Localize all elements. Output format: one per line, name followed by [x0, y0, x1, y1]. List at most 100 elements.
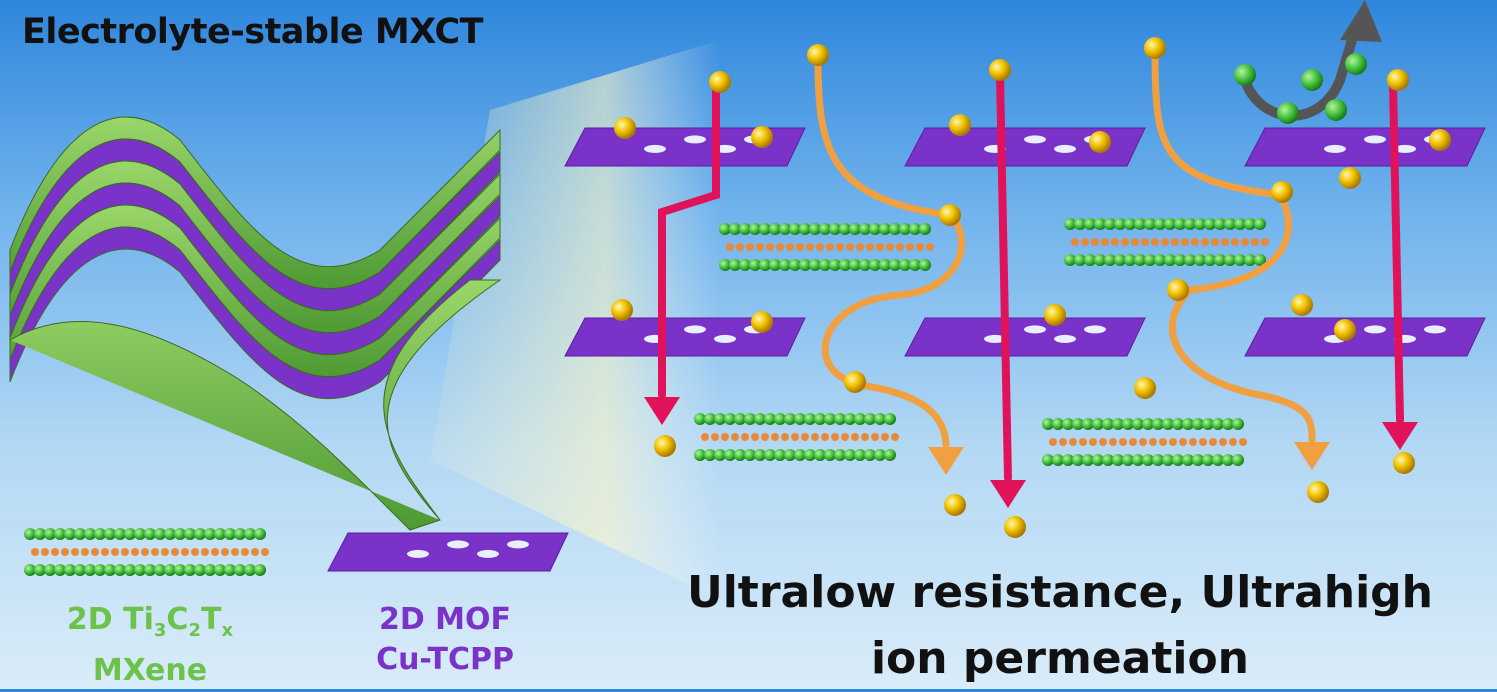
- c-atom: [1191, 238, 1199, 246]
- ti-atom: [779, 223, 791, 235]
- ti-atom: [64, 564, 76, 576]
- ti-atom: [1224, 254, 1236, 266]
- mof-plate: [1244, 317, 1486, 357]
- c-atom: [71, 548, 79, 556]
- ti-atom: [809, 259, 821, 271]
- ti-atom: [714, 449, 726, 461]
- ti-atom: [1142, 418, 1154, 430]
- c-atom: [891, 433, 899, 441]
- pore: [1364, 325, 1386, 334]
- rejected-molecule: [1234, 64, 1256, 86]
- c-atom: [171, 548, 179, 556]
- c-atom: [1129, 438, 1137, 446]
- ti-atom: [1154, 254, 1166, 266]
- ti-atom: [1194, 218, 1206, 230]
- ti-atom: [234, 528, 246, 540]
- ti-atom: [804, 449, 816, 461]
- c-atom: [701, 433, 709, 441]
- ti-atom: [1114, 218, 1126, 230]
- ion: [654, 435, 676, 457]
- ti-atom: [859, 259, 871, 271]
- ti-atom: [1112, 454, 1124, 466]
- ti-atom: [84, 528, 96, 540]
- ti-atom: [1072, 418, 1084, 430]
- ion: [1089, 131, 1111, 153]
- c-atom: [861, 433, 869, 441]
- ti-atom: [774, 413, 786, 425]
- ti-atom: [104, 564, 116, 576]
- mxene-label: 2D Ti3C2Tx MXene: [66, 602, 234, 688]
- ti-atom: [54, 528, 66, 540]
- rejected-molecule: [1277, 102, 1299, 124]
- wave-sheet: [9, 226, 501, 400]
- ti-atom: [784, 413, 796, 425]
- ion-transport-paths: [644, 0, 1418, 508]
- c-atom: [1179, 438, 1187, 446]
- c-atom: [756, 243, 764, 251]
- ti-atom: [94, 528, 106, 540]
- ti-atom: [1064, 218, 1076, 230]
- ti-atom: [739, 223, 751, 235]
- ti-atom: [214, 564, 226, 576]
- ti-atom: [694, 413, 706, 425]
- c-atom: [1091, 238, 1099, 246]
- ion: [944, 494, 966, 516]
- ti-atom: [874, 449, 886, 461]
- ion: [709, 71, 731, 93]
- ti-atom: [889, 259, 901, 271]
- ti-atom: [1234, 218, 1246, 230]
- ti-atom: [24, 564, 36, 576]
- ion: [1339, 167, 1361, 189]
- ti-atom: [1244, 218, 1256, 230]
- ion: [1044, 304, 1066, 326]
- ti-atom: [789, 259, 801, 271]
- ti-atom: [44, 564, 56, 576]
- ti-atom: [194, 564, 206, 576]
- ti-atom: [1244, 254, 1256, 266]
- pore: [684, 325, 706, 334]
- ti-atom: [824, 449, 836, 461]
- ti-atom: [1164, 254, 1176, 266]
- c-atom: [1221, 238, 1229, 246]
- tortuous-ion-path: [1151, 46, 1316, 444]
- ti-atom: [764, 413, 776, 425]
- arrowhead: [1294, 442, 1330, 470]
- c-atom: [736, 243, 744, 251]
- c-atom: [221, 548, 229, 556]
- ion: [611, 299, 633, 321]
- pore: [984, 334, 1006, 343]
- ti-atom: [754, 449, 766, 461]
- ti-atom: [1152, 454, 1164, 466]
- c-atom: [131, 548, 139, 556]
- c-atom: [1099, 438, 1107, 446]
- ti-atom: [1214, 218, 1226, 230]
- ti-atom: [814, 413, 826, 425]
- c-atom: [261, 548, 269, 556]
- c-atom: [721, 433, 729, 441]
- c-atom: [726, 243, 734, 251]
- c-atom: [241, 548, 249, 556]
- c-atom: [896, 243, 904, 251]
- ti-atom: [799, 259, 811, 271]
- pore: [447, 540, 469, 549]
- c-atom: [1071, 238, 1079, 246]
- c-atom: [886, 243, 894, 251]
- ti-atom: [769, 259, 781, 271]
- ti-atom: [1144, 254, 1156, 266]
- ti-atom: [184, 528, 196, 540]
- ti-atom: [899, 259, 911, 271]
- c-atom: [926, 243, 934, 251]
- mof-plate: [564, 317, 806, 357]
- ti-atom: [74, 528, 86, 540]
- ti-atom: [839, 259, 851, 271]
- arrowhead: [928, 447, 964, 475]
- ti-atom: [1192, 454, 1204, 466]
- ti-atom: [724, 449, 736, 461]
- ti-atom: [1202, 418, 1214, 430]
- ti-atom: [1254, 254, 1266, 266]
- ion: [989, 59, 1011, 81]
- c-atom: [851, 433, 859, 441]
- ti-atom: [54, 564, 66, 576]
- c-atom: [201, 548, 209, 556]
